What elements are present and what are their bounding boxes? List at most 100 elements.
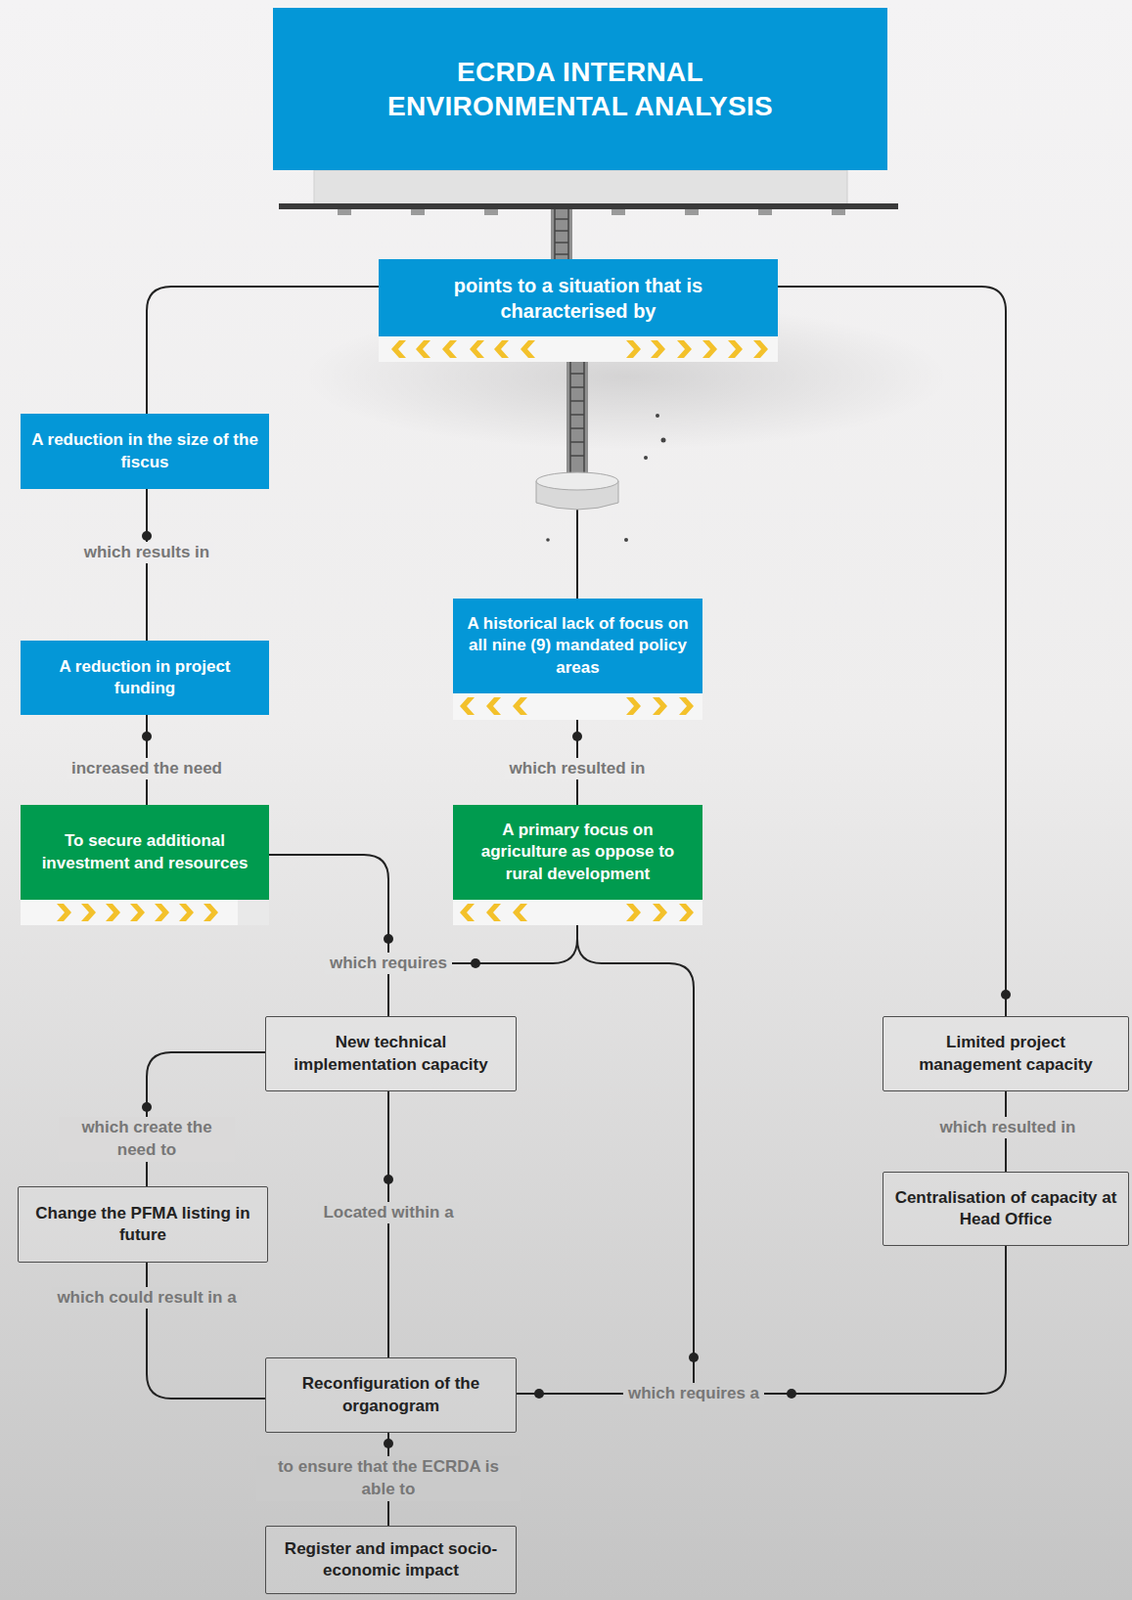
- chevron: [702, 340, 718, 359]
- dot: [688, 1353, 699, 1363]
- chevron: [469, 340, 485, 359]
- green-box: To secure additional investment and reso…: [20, 805, 270, 901]
- dot: [141, 1102, 152, 1113]
- debris-bit: [661, 438, 667, 444]
- edge-label: which resulted in: [935, 1117, 1082, 1140]
- dot: [786, 1389, 797, 1400]
- chevrons: [459, 904, 694, 922]
- chevron-strip: [20, 900, 238, 926]
- chevron: [81, 904, 96, 922]
- ladder: [554, 209, 569, 260]
- light: [684, 209, 699, 216]
- dot: [1000, 990, 1011, 1000]
- chevron-strip: [452, 900, 703, 926]
- chevron: [391, 340, 407, 359]
- connector-dots: [141, 531, 1011, 1449]
- chevron: [626, 904, 641, 922]
- light: [758, 209, 772, 216]
- node-text: Register and impact socio-economic impac…: [275, 1539, 506, 1583]
- ladder-rung: [570, 427, 585, 430]
- light: [410, 209, 425, 216]
- debris-bit: [545, 538, 550, 543]
- outline-box: Register and impact socio-economic impac…: [265, 1526, 517, 1595]
- chevrons: [391, 340, 769, 359]
- chevron: [727, 340, 743, 359]
- ladder-rung: [570, 400, 585, 403]
- pole-base-top: [536, 472, 619, 491]
- node-text: Change the PFMA listing in future: [28, 1203, 258, 1247]
- outline-box: Reconfiguration of the organogram: [265, 1358, 517, 1434]
- ladder-rail: [553, 209, 556, 260]
- chevron: [677, 340, 692, 359]
- chevron: [203, 904, 219, 922]
- ladder-rung: [554, 253, 569, 256]
- chevrons: [459, 697, 694, 716]
- dot: [534, 1389, 544, 1400]
- chevron: [56, 904, 72, 922]
- node-text: Reconfiguration of the organogram: [275, 1373, 506, 1417]
- chevron: [626, 340, 641, 359]
- outline-box: New technical implementation capacity: [265, 1016, 517, 1092]
- diagram-title: ECRDA INTERNAL ENVIRONMENTAL ANALYSIS: [355, 54, 806, 124]
- outline-box: Limited project management capacity: [882, 1016, 1130, 1092]
- chevron: [520, 340, 536, 359]
- ladder-rail: [567, 209, 570, 260]
- chevron: [512, 697, 528, 716]
- ladder-rung: [570, 372, 585, 375]
- connector: [516, 900, 694, 1395]
- connector: [145, 489, 148, 641]
- node-text: New technical implementation capacity: [275, 1032, 506, 1076]
- node-text: A reduction in the size of the fiscus: [30, 429, 260, 473]
- chevron: [679, 904, 694, 922]
- light: [337, 209, 352, 216]
- pole: [550, 209, 573, 260]
- ladder-rung: [554, 229, 569, 232]
- edge-label: Located within a: [317, 1202, 458, 1225]
- edge-label: increased the need: [66, 758, 227, 781]
- dot: [383, 1439, 394, 1449]
- chevron: [679, 697, 694, 716]
- node-text: To secure additional investment and reso…: [30, 830, 260, 874]
- node-text: Centralisation of capacity at Head Offic…: [893, 1187, 1119, 1231]
- node-text: A historical lack of focus on all nine (…: [462, 613, 693, 679]
- connector: [146, 1263, 266, 1400]
- edge-label: which requires: [324, 952, 453, 976]
- chevron: [179, 904, 194, 922]
- blue-box: A reduction in the size of the fiscus: [20, 413, 270, 490]
- light: [831, 209, 846, 216]
- node-text: A primary focus on agriculture as oppose…: [462, 819, 693, 885]
- chevron: [753, 340, 769, 359]
- outline-box: Change the PFMA listing in future: [17, 1186, 269, 1264]
- green-box: A primary focus on agriculture as oppose…: [452, 805, 703, 901]
- chevron: [154, 904, 170, 922]
- ladder-rung: [570, 413, 585, 416]
- connector: [516, 1246, 1006, 1395]
- chevron: [512, 904, 528, 922]
- blue-box: A historical lack of focus on all nine (…: [452, 598, 703, 694]
- chevron: [650, 340, 666, 359]
- chevron: [459, 904, 475, 922]
- dot: [141, 731, 152, 742]
- debris: [545, 413, 666, 543]
- edge-label: which requires a: [623, 1383, 765, 1406]
- chevrons: [56, 904, 219, 922]
- dot: [470, 958, 481, 969]
- light: [484, 209, 499, 216]
- billboard-frame: [314, 170, 848, 206]
- billboard-lights: [337, 209, 846, 216]
- ladder-rung: [554, 241, 569, 244]
- connector: [387, 1091, 390, 1359]
- billboard-walkway: [278, 203, 899, 210]
- chevron: [494, 340, 509, 359]
- debris-bit: [643, 455, 648, 460]
- dot: [141, 531, 152, 542]
- node-text: Limited project management capacity: [893, 1032, 1119, 1076]
- edge-label: to ensure that the ECRDA is able to: [256, 1456, 521, 1502]
- chevron: [459, 697, 475, 716]
- ladder-rung: [570, 441, 585, 444]
- node-text: points to a situation that is characteri…: [437, 272, 720, 324]
- ladder-rung: [554, 218, 569, 221]
- debris-bit: [624, 538, 629, 543]
